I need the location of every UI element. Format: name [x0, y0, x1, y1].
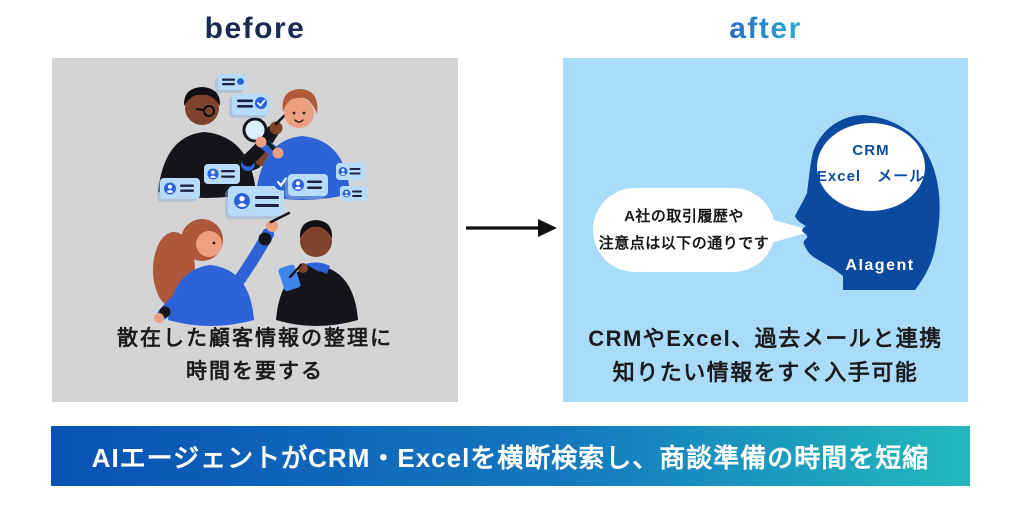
brain-circle — [817, 123, 925, 211]
speech-bubble-line2: 注意点は以下の通りです — [598, 235, 770, 252]
speech-bubble-line1: A社の取引履歴や — [624, 208, 744, 225]
speech-bubble-tail — [767, 218, 813, 244]
before-caption-line2: 時間を要する — [186, 360, 324, 383]
speech-bubble: A社の取引履歴や 注意点は以下の通りです — [593, 188, 775, 272]
contact-card-large — [225, 173, 291, 219]
person-bottom-left — [153, 211, 291, 326]
glasses-icon — [195, 105, 215, 117]
contact-card — [336, 163, 366, 180]
person-bottom-right — [276, 220, 358, 326]
before-after-arrow — [466, 219, 557, 237]
contact-card — [215, 74, 246, 93]
after-panel: A社の取引履歴や 注意点は以下の通りです CRM Excel メール AIage… — [563, 58, 968, 402]
contact-card — [157, 178, 200, 202]
after-caption: CRMやExcel、過去メールと連携 知りたい情報をすぐ入手可能 — [563, 322, 968, 390]
summary-banner: AIエージェントがCRM・Excelを横断検索し、商談準備の時間を短縮 — [51, 426, 970, 486]
before-caption-line1: 散在した顧客情報の整理に — [117, 327, 393, 350]
before-caption: 散在した顧客情報の整理に 時間を要する — [52, 322, 458, 388]
before-title: before — [204, 12, 306, 45]
contact-card — [285, 174, 328, 199]
before-panel: 散在した顧客情報の整理に 時間を要する — [52, 58, 458, 402]
after-caption-line1: CRMやExcel、過去メールと連携 — [588, 326, 943, 351]
ai-head-illustration: CRM Excel メール AIagent — [767, 115, 940, 290]
ai-agent-label: AIagent — [845, 257, 914, 274]
after-title: after — [563, 12, 968, 46]
people-illustration — [153, 74, 367, 326]
summary-banner-text: AIエージェントがCRM・Excelを横断検索し、商談準備の時間を短縮 — [91, 442, 930, 473]
arrowhead-icon — [538, 219, 557, 237]
contact-card — [204, 164, 240, 184]
brain-label-sources: Excel メール — [817, 168, 925, 185]
pen-icon — [269, 211, 291, 224]
pen-icon — [288, 263, 303, 279]
check-badge-icon — [255, 97, 267, 109]
brain-label-crm: CRM — [852, 142, 889, 159]
contact-card-check — [229, 94, 270, 118]
magnifier-icon — [242, 117, 277, 152]
contact-card — [340, 186, 367, 201]
after-caption-line2: 知りたい情報をすぐ入手可能 — [612, 360, 919, 385]
